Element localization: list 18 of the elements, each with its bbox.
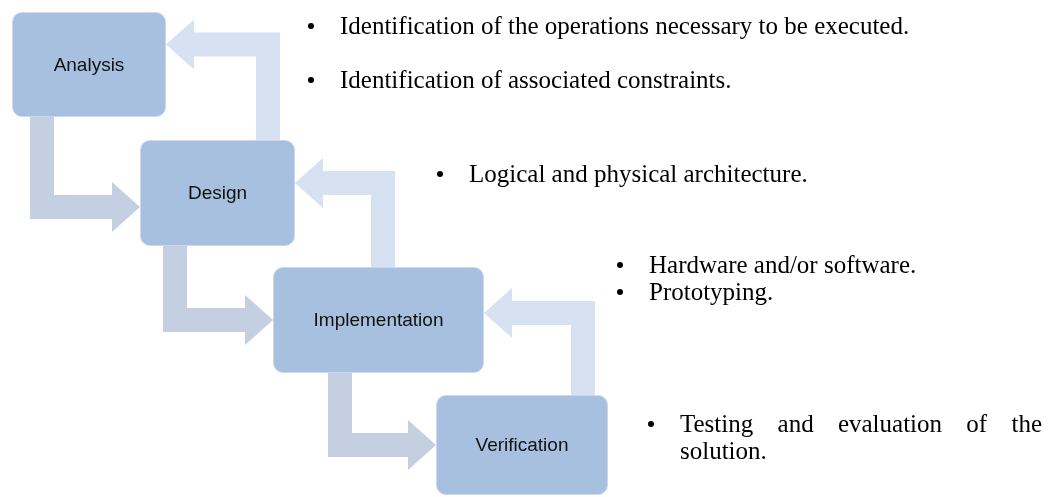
arrow <box>166 19 280 140</box>
process-box <box>12 12 166 117</box>
process-box <box>140 140 295 246</box>
box-label: Design <box>187 182 248 204</box>
bullet-text: Identification of associated constraints. <box>340 66 733 93</box>
arrow <box>484 288 595 395</box>
bullet-text: Testing and evaluation of the solution. <box>680 410 1042 464</box>
bullet-text: Hardware and/or software. <box>649 251 918 278</box>
bullet-text: Identification of the operations necessary to be executed. <box>340 12 911 39</box>
process-box <box>273 267 484 373</box>
box-label: Verification <box>475 434 569 456</box>
process-box <box>436 395 608 495</box>
box-label: Analysis <box>53 53 125 76</box>
arrow <box>30 117 140 232</box>
bullet-text: Prototyping. <box>649 278 775 305</box>
bullet-text: Logical and physical architecture. <box>469 160 809 187</box>
arrow <box>295 158 395 267</box>
box-label: Implementation <box>313 309 444 331</box>
